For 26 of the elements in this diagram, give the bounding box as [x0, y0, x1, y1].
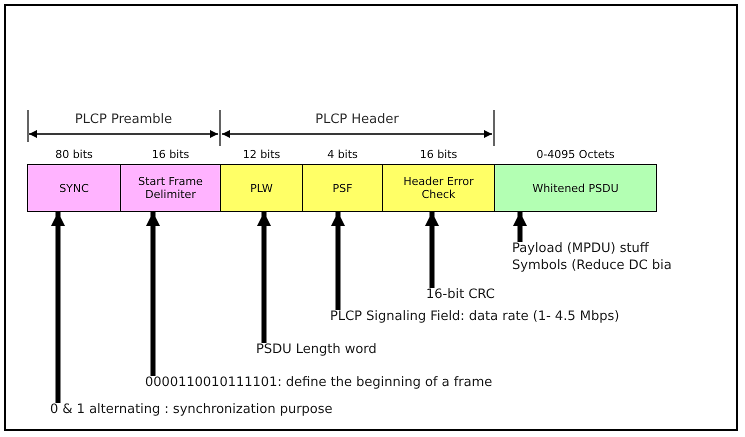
section-label: PLCP Preamble [74, 112, 174, 127]
annotation-text: PSDU Length word [256, 341, 377, 358]
bit-count: 0-4095 Octets [535, 148, 616, 161]
field-box: Header Error Check [382, 164, 495, 212]
arrow [513, 212, 527, 242]
bit-count: 12 bits [242, 148, 282, 161]
arrow [257, 212, 271, 343]
annotation-text: PLCP Signaling Field: data rate (1- 4.5 Mbps) [330, 308, 620, 325]
field-box: PSF [302, 164, 383, 212]
field-box: PLW [220, 164, 303, 212]
annotation-text: 16-bit CRC [426, 286, 495, 303]
bit-count: 16 bits [418, 148, 458, 161]
arrow [331, 212, 345, 310]
field-box: Start Frame Delimiter [120, 164, 221, 212]
arrow [146, 212, 160, 376]
field-box: Whitened PSDU [494, 164, 657, 212]
bit-count: 4 bits [326, 148, 359, 161]
bit-count: 80 bits [54, 148, 94, 161]
field-box: SYNC [27, 164, 121, 212]
section-label: PLCP Header [314, 112, 400, 127]
annotation-text: 0000110010111101: define the beginning of a frame [145, 374, 492, 391]
arrow [51, 212, 65, 403]
annotation-text: Payload (MPDU) stuff Symbols (Reduce DC bia [512, 240, 702, 274]
bit-count: 16 bits [150, 148, 190, 161]
annotation-text: 0 & 1 alternating : synchronization purpose [50, 401, 333, 418]
arrow [425, 212, 439, 288]
